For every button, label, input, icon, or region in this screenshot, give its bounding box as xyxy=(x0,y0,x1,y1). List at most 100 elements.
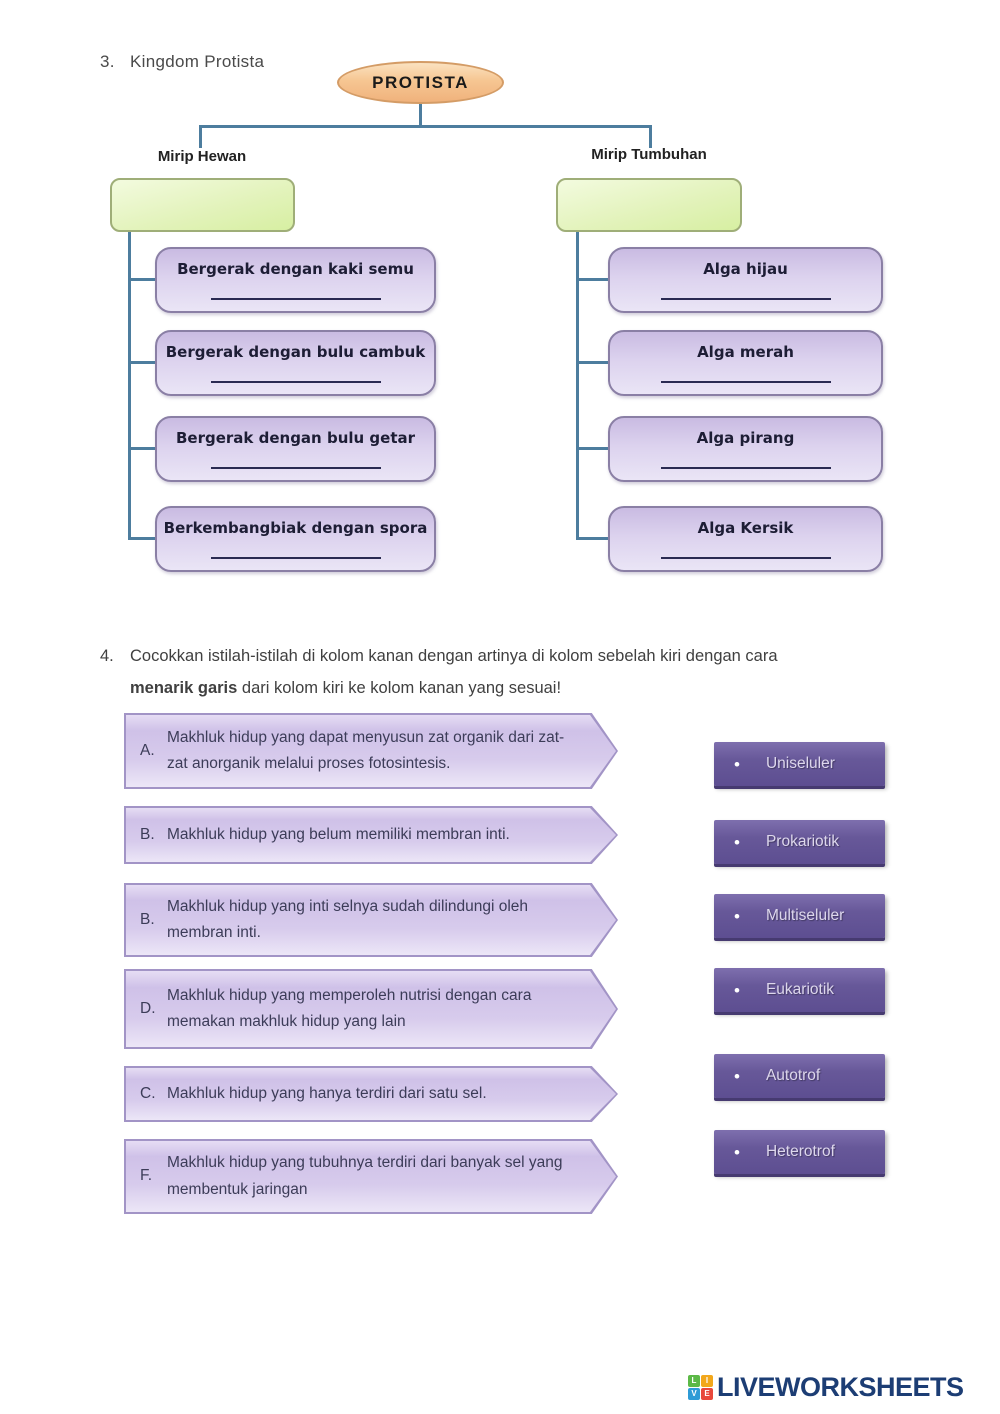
answer-blank[interactable] xyxy=(660,381,831,383)
term-button-heterotrof[interactable]: • Heterotrof xyxy=(714,1130,885,1174)
term-button-eukariotik[interactable]: • Eukariotik xyxy=(714,968,885,1012)
logo-squares-icon: L I V E xyxy=(688,1375,713,1400)
answer-box-mirip-hewan[interactable] xyxy=(110,178,295,232)
logo-square-v: V xyxy=(688,1388,700,1400)
answer-blank[interactable] xyxy=(210,467,381,469)
term-label: Uniseluler xyxy=(765,755,835,772)
answer-blank[interactable] xyxy=(210,298,381,300)
arrow-fill xyxy=(126,885,616,955)
bullet-icon: • xyxy=(734,1066,740,1086)
term-button-prokariotik[interactable]: •Prokariotik xyxy=(714,820,885,864)
answer-blank[interactable] xyxy=(660,557,831,559)
feature-box-label: Bergerak dengan kaki semu xyxy=(177,260,414,278)
branch-label-mirip-tumbuhan: Mirip Tumbuhan xyxy=(591,146,707,163)
connector-left-stub-1 xyxy=(131,278,155,281)
definition-letter: C. xyxy=(140,1084,156,1102)
connector-left-stub-2 xyxy=(131,361,155,364)
connector-right-trunk xyxy=(576,232,579,540)
definition-letter: B. xyxy=(140,825,155,843)
definition-letter: A. xyxy=(140,741,155,759)
section3-title: Kingdom Protista xyxy=(130,52,265,71)
definition-arrow-c[interactable]: C. Makhluk hidup yang hanya terdiri dari … xyxy=(124,1066,618,1122)
arrow-fill xyxy=(126,1141,616,1212)
connector-left-trunk xyxy=(128,232,131,540)
term-button-uniseluler[interactable]: • Uniseluler xyxy=(714,742,885,786)
connector-root-stem xyxy=(419,104,422,125)
feature-box-label: Alga Kersik xyxy=(697,519,794,537)
feature-box-bulu-cambuk: Bergerak dengan bulu cambuk xyxy=(155,330,436,396)
logo-square-e: E xyxy=(701,1388,713,1400)
logo-square-i: I xyxy=(701,1375,713,1387)
definition-text: Makhluk hidup yang memperoleh nutrisi de… xyxy=(167,986,532,1030)
term-label: Eukariotik xyxy=(765,981,835,998)
connector-right-stub-4 xyxy=(579,537,608,540)
liveworksheets-logo: L I V E LIVEWORKSHEETS xyxy=(688,1372,964,1403)
definition-text: Makhluk hidup yang inti selnya sudah dil… xyxy=(167,897,529,941)
definition-letter: D. xyxy=(140,999,156,1017)
root-node-label: PROTISTA xyxy=(372,72,469,92)
diagram-root-node: PROTISTA xyxy=(337,61,504,104)
term-label: Multiseluler xyxy=(765,907,845,924)
connector-horizontal-bar xyxy=(199,125,652,128)
arrow-fill xyxy=(126,971,616,1047)
definition-arrow-b2[interactable]: B. Makhluk hidup yang inti selnya sudah d… xyxy=(124,883,618,957)
feature-box-label: Alga hijau xyxy=(703,260,788,278)
definition-text: Makhluk hidup yang tubuhnya terdiri dari… xyxy=(167,1154,563,1198)
bullet-icon: • xyxy=(734,980,740,1000)
term-label: Heterotrof xyxy=(765,1143,835,1160)
feature-box-spora: Berkembangbiak dengan spora xyxy=(155,506,436,572)
definition-text: Makhluk hidup yang dapat menyusun zat or… xyxy=(167,728,565,772)
feature-box-kaki-semu: Bergerak dengan kaki semu xyxy=(155,247,436,313)
feature-box-label: Bergerak dengan bulu getar xyxy=(175,429,416,447)
term-button-multiseluler[interactable]: • Multiseluler xyxy=(714,894,885,938)
definition-text: Makhluk hidup yang belum memiliki membra… xyxy=(167,825,510,843)
connector-right-stub-2 xyxy=(579,361,608,364)
definition-arrow-b1[interactable]: B. Makhluk hidup yang belum memiliki memb… xyxy=(124,806,618,864)
feature-box-alga-kersik: Alga Kersik xyxy=(608,506,883,572)
term-label: Autotrof xyxy=(765,1067,821,1084)
instruction-bold: menarik garis xyxy=(130,679,238,697)
arrow-fill xyxy=(126,808,616,862)
answer-blank[interactable] xyxy=(660,298,831,300)
definition-letter: B. xyxy=(140,910,155,928)
feature-box-label: Alga pirang xyxy=(696,429,795,447)
feature-box-label: Alga merah xyxy=(697,343,794,361)
connector-right-stub-1 xyxy=(579,278,608,281)
feature-box-alga-hijau: Alga hijau xyxy=(608,247,883,313)
definition-arrow-d[interactable]: D. Makhluk hidup yang memperoleh nutrisi … xyxy=(124,969,618,1049)
bullet-icon: • xyxy=(734,906,740,926)
definition-letter: F. xyxy=(140,1167,153,1185)
feature-box-alga-merah: Alga merah xyxy=(608,330,883,396)
answer-blank[interactable] xyxy=(660,467,831,469)
section3-heading: 3. Kingdom Protista xyxy=(100,52,264,72)
term-button-autotrof[interactable]: • Autotrof xyxy=(714,1054,885,1098)
connector-right-drop xyxy=(649,128,652,148)
feature-box-alga-pirang: Alga pirang xyxy=(608,416,883,482)
feature-box-label: Bergerak dengan bulu cambuk xyxy=(165,343,426,361)
connector-left-stub-4 xyxy=(131,537,155,540)
answer-blank[interactable] xyxy=(210,381,381,383)
section3-number: 3. xyxy=(100,52,115,71)
definition-arrow-a[interactable]: A. Makhluk hidup yang dapat menyusun zat … xyxy=(124,713,618,789)
branch-label-mirip-hewan: Mirip Hewan xyxy=(157,148,247,165)
definition-text: Makhluk hidup yang hanya terdiri dari sa… xyxy=(167,1084,487,1102)
feature-box-bulu-getar: Bergerak dengan bulu getar xyxy=(155,416,436,482)
connector-left-stub-3 xyxy=(131,447,155,450)
section4-instruction-line1: Cocokkan istilah-istilah di kolom kanan … xyxy=(130,647,778,665)
answer-box-mirip-tumbuhan[interactable] xyxy=(556,178,742,232)
section4-instruction-line2: menarik garis dari kolom kiri ke kolom k… xyxy=(130,679,561,698)
arrow-fill xyxy=(126,715,616,787)
logo-square-l: L xyxy=(688,1375,700,1387)
instruction-rest: dari kolom kiri ke kolom kanan yang sesu… xyxy=(237,679,562,697)
bullet-icon: • xyxy=(734,1142,740,1162)
term-label: Prokariotik xyxy=(765,833,840,850)
answer-blank[interactable] xyxy=(210,557,381,559)
connector-left-drop xyxy=(199,128,202,148)
connector-right-stub-3 xyxy=(579,447,608,450)
definition-arrow-f[interactable]: F. Makhluk hidup yang tubuhnya terdiri da… xyxy=(124,1139,618,1214)
feature-box-label: Berkembangbiak dengan spora xyxy=(163,519,428,537)
bullet-icon: • xyxy=(734,754,740,774)
logo-wordmark: LIVEWORKSHEETS xyxy=(717,1372,964,1402)
arrow-fill xyxy=(126,1068,616,1120)
